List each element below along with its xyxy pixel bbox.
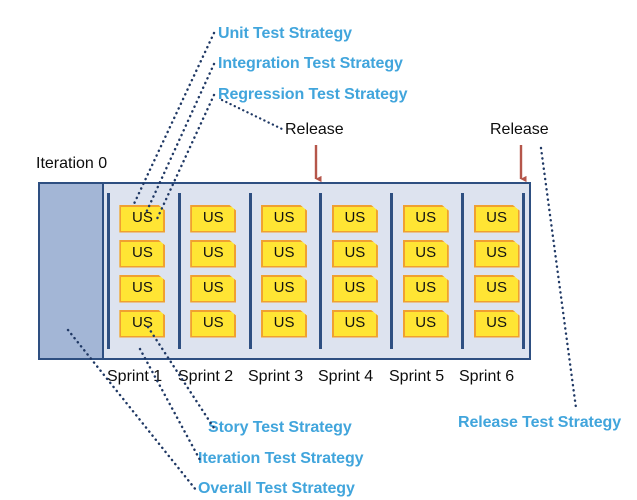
user-story-card[interactable]: US — [190, 239, 237, 268]
user-story-card-label: US — [202, 209, 224, 226]
user-story-card-label: US — [202, 314, 224, 331]
user-story-card-label: US — [486, 244, 507, 261]
user-story-card-label: US — [273, 209, 295, 226]
sprint-divider-icon — [107, 193, 110, 349]
user-story-card-label: US — [415, 209, 437, 226]
user-story-card-label: US — [344, 314, 366, 331]
user-story-card-label: US — [131, 244, 153, 261]
sprint-column-1[interactable]: US US US US — [104, 184, 175, 358]
user-story-card-label: US — [131, 209, 153, 226]
sprint-column-3[interactable]: US US US US — [246, 184, 317, 358]
regression-test-strategy-label: Regression Test Strategy — [218, 86, 408, 103]
sprint-column-4[interactable]: US US US US — [316, 184, 387, 358]
user-story-card-label: US — [486, 314, 507, 331]
sprint-label-6: Sprint 6 — [459, 368, 515, 385]
leader-release-left — [220, 98, 284, 131]
sprint-divider-icon — [461, 193, 465, 349]
user-story-card[interactable]: US — [261, 239, 308, 268]
user-story-card[interactable]: US — [402, 309, 449, 338]
user-story-card[interactable]: US — [331, 204, 378, 233]
sprint-column-6[interactable]: US US US US — [458, 184, 529, 358]
user-story-card-label: US — [415, 314, 437, 331]
iteration-test-strategy-label: Iteration Test Strategy — [198, 450, 364, 467]
sprint-label-2: Sprint 2 — [178, 368, 234, 385]
sprint-label-5: Sprint 5 — [389, 368, 445, 385]
user-story-card[interactable]: US — [402, 204, 449, 233]
iteration-0-block[interactable] — [40, 184, 104, 358]
iteration-0-label: Iteration 0 — [36, 155, 108, 172]
release-train-board: US US US US US US US US US US US US — [38, 182, 531, 360]
user-story-card[interactable]: US — [402, 274, 449, 303]
user-story-card-label: US — [486, 279, 507, 296]
user-story-card-label: US — [202, 279, 224, 296]
leader-release-test-strategy — [539, 146, 578, 410]
user-story-card-label: US — [344, 244, 366, 261]
unit-test-strategy-label: Unit Test Strategy — [218, 25, 352, 42]
sprint-divider-icon — [248, 193, 252, 349]
user-story-card[interactable]: US — [331, 309, 378, 338]
user-story-card-label: US — [344, 279, 366, 296]
user-story-card-label: US — [131, 314, 153, 331]
user-story-card[interactable]: US — [331, 239, 378, 268]
sprint-label-4: Sprint 4 — [318, 368, 374, 385]
overall-test-strategy-label: Overall Test Strategy — [198, 480, 355, 497]
user-story-card-label: US — [486, 209, 507, 226]
user-story-card[interactable]: US — [473, 274, 520, 303]
user-story-card[interactable]: US — [119, 204, 166, 233]
leader-iteration-test-strategy — [138, 347, 202, 462]
user-story-card[interactable]: US — [402, 239, 449, 268]
user-story-card[interactable]: US — [261, 204, 308, 233]
user-story-card-label: US — [131, 279, 153, 296]
sprint-divider-icon — [390, 193, 394, 349]
user-story-card[interactable]: US — [473, 204, 520, 233]
user-story-card-label: US — [273, 244, 295, 261]
integration-test-strategy-label: Integration Test Strategy — [218, 55, 403, 72]
user-story-card[interactable]: US — [119, 309, 166, 338]
sprint-column-5[interactable]: US US US US — [387, 184, 458, 358]
sprint-divider-icon — [319, 193, 323, 349]
user-story-card-label: US — [344, 209, 366, 226]
sprint-columns: US US US US US US US US US US US US — [104, 184, 529, 358]
user-story-card-label: US — [415, 244, 437, 261]
user-story-card[interactable]: US — [119, 274, 166, 303]
sprint-column-2[interactable]: US US US US — [175, 184, 246, 358]
user-story-card[interactable]: US — [190, 309, 237, 338]
user-story-card[interactable]: US — [190, 274, 237, 303]
user-story-card[interactable]: US — [473, 309, 520, 338]
release-test-strategy-label: Release Test Strategy — [458, 414, 622, 431]
sprint-label-1: Sprint 1 — [107, 368, 163, 385]
user-story-card-label: US — [202, 244, 224, 261]
story-test-strategy-label: Story Test Strategy — [208, 419, 352, 436]
release-label-left: Release — [285, 121, 344, 138]
user-story-card-label: US — [415, 279, 437, 296]
user-story-card[interactable]: US — [190, 204, 237, 233]
sprint-divider-icon — [521, 193, 525, 349]
user-story-card-label: US — [273, 314, 295, 331]
user-story-card[interactable]: US — [261, 274, 308, 303]
user-story-card[interactable]: US — [331, 274, 378, 303]
user-story-card[interactable]: US — [119, 239, 166, 268]
sprint-divider-icon — [177, 193, 181, 349]
user-story-card[interactable]: US — [261, 309, 308, 338]
sprint-label-3: Sprint 3 — [248, 368, 304, 385]
leader-unit-test-strategy — [131, 31, 216, 208]
user-story-card-label: US — [273, 279, 295, 296]
release-label-right: Release — [490, 121, 549, 138]
user-story-card[interactable]: US — [473, 239, 520, 268]
